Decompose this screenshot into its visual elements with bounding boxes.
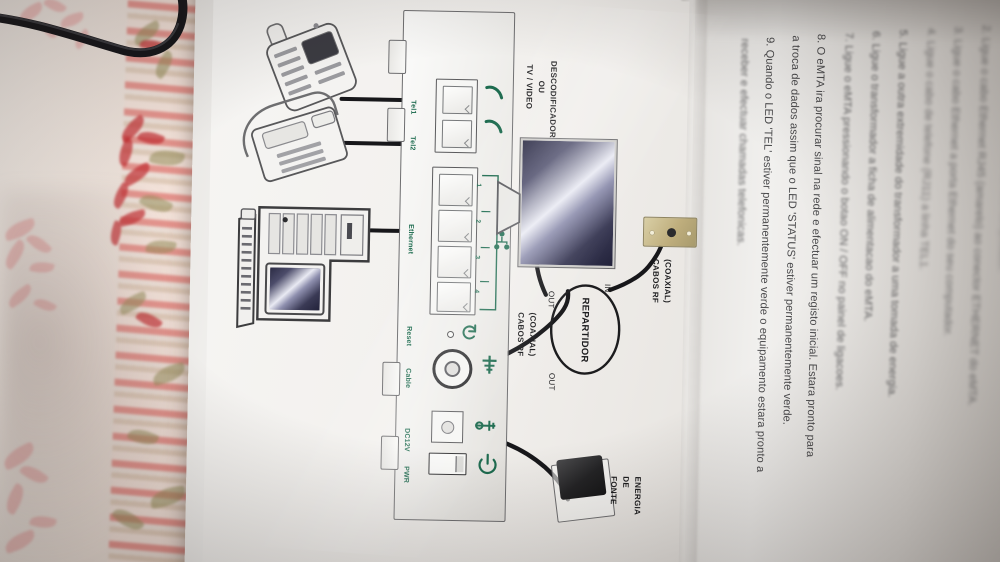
tv-label-line2: OU (536, 80, 546, 94)
label-dc12v: DC12V (402, 428, 411, 452)
reset-button[interactable] (446, 330, 455, 339)
dc-power-jack[interactable] (430, 410, 464, 444)
cordless-phone-illustration (266, 22, 357, 112)
corded-phone-illustration (242, 91, 348, 183)
outlet-screw (686, 231, 692, 236)
port-ethernet-3[interactable] (437, 245, 472, 279)
fabric-shadow (0, 190, 200, 562)
port-ethernet-1[interactable] (438, 173, 474, 207)
ethernet-port-number: 1 (474, 183, 482, 188)
tv-label-line3: DESCODIFICADOR (547, 60, 559, 139)
dc-plug-icon (475, 420, 496, 431)
port-ethernet-2[interactable] (437, 209, 473, 243)
reset-icon (462, 324, 477, 340)
outlet-screw (650, 230, 655, 235)
modem-mount-tab (388, 39, 407, 75)
splitter-shape (549, 284, 621, 375)
modem-mount-tab (381, 361, 401, 396)
modem-mount-tab (386, 107, 406, 143)
power-switch[interactable] (428, 452, 467, 476)
ethernet-port-number: 4 (472, 289, 480, 294)
psu-label-line2: DE (621, 476, 631, 489)
network-icon (494, 231, 510, 250)
black-cable (0, 0, 188, 58)
dc-jack-pin (441, 420, 455, 435)
coax-wall-outlet (642, 216, 698, 248)
ethernet-port-number: 2 (474, 219, 482, 224)
label-tel1: Tel1 (409, 100, 417, 115)
port-tel2[interactable] (441, 119, 473, 149)
handset-icon (485, 85, 504, 100)
label-pwr: PWR (402, 466, 410, 484)
instruction-booklet: 1. Ligue o cabo Ethernet RJ45 (amarelo) … (184, 0, 1000, 562)
modem-mount-tab (380, 435, 400, 470)
rf-cable-label-modem-line2: (COAXIAL) (527, 312, 538, 357)
telephone-port-block (434, 78, 478, 154)
splitter-port-in: IN (602, 283, 613, 293)
psu-label-line1: FONTE (608, 476, 619, 505)
label-cable: Cable (404, 368, 412, 389)
power-supply-brick (556, 454, 607, 501)
diagram-page: Tel1 Tel2 Ethernet (202, 0, 698, 562)
label-ethernet: Ethernet (406, 224, 415, 255)
tv-label-line1: TV / VIDEO (524, 64, 535, 110)
tv-stand (496, 180, 521, 236)
port-tel1[interactable] (442, 85, 473, 115)
monitor-screen-glare (269, 267, 321, 311)
label-tel2: Tel2 (408, 136, 416, 151)
ethernet-port-number: 3 (473, 255, 481, 260)
outlet-coax-port[interactable] (666, 228, 677, 238)
handset-icon (484, 119, 503, 134)
rf-cable-label-wall-line1: CABOS RF (650, 258, 661, 304)
label-reset: Reset (404, 326, 413, 347)
port-ethernet-4[interactable] (436, 281, 472, 313)
rf-cable-label-wall-line2: (COAXIAL) (662, 259, 673, 304)
computer-illustration (236, 206, 371, 329)
splitter-label: REPARTIDOR (578, 297, 591, 363)
ethernet-port-block (429, 166, 479, 316)
power-switch-rocker (455, 456, 464, 473)
power-icon (478, 453, 497, 475)
splitter-port-out-1: OUT (546, 290, 556, 309)
coax-icon (482, 355, 497, 374)
psu-label-line3: ENERGIA (632, 476, 643, 516)
coax-connector-inner (444, 360, 461, 378)
tv-screen (517, 137, 618, 270)
rf-cable-label-modem-line1: CABOS RF (515, 312, 526, 357)
splitter-port-out-2: OUT (546, 372, 557, 391)
